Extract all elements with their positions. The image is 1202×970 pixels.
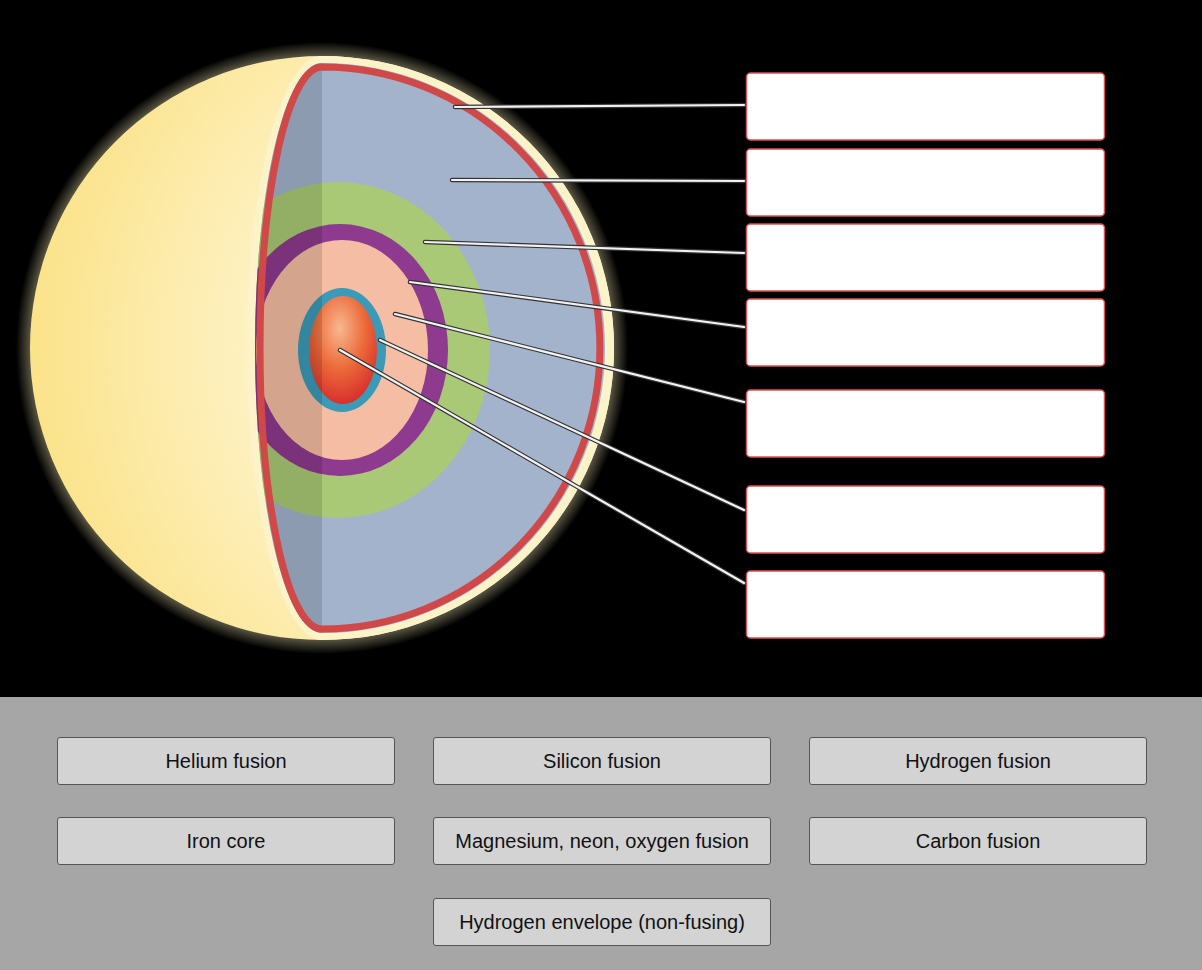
label-button: Hydrogen fusion — [809, 737, 1147, 785]
label-button: Helium fusion — [57, 737, 395, 785]
dark-background — [0, 0, 1202, 697]
outer-shell — [260, 67, 600, 629]
label-button: Iron core — [57, 817, 395, 865]
label-text: Carbon fusion — [916, 830, 1041, 853]
drop-targets — [747, 73, 1105, 638]
label-button: Carbon fusion — [809, 817, 1147, 865]
label-button: Hydrogen envelope (non-fusing) — [433, 898, 771, 946]
leader-lines — [340, 105, 744, 583]
label-text: Silicon fusion — [543, 750, 661, 773]
label-button: Silicon fusion — [433, 737, 771, 785]
label-text: Iron core — [187, 830, 266, 853]
label-text: Hydrogen envelope (non-fusing) — [459, 911, 745, 934]
label-text: Hydrogen fusion — [905, 750, 1051, 773]
label-bank — [0, 697, 1202, 970]
label-text: Magnesium, neon, oxygen fusion — [455, 830, 749, 853]
label-button: Magnesium, neon, oxygen fusion — [433, 817, 771, 865]
label-text: Helium fusion — [165, 750, 286, 773]
